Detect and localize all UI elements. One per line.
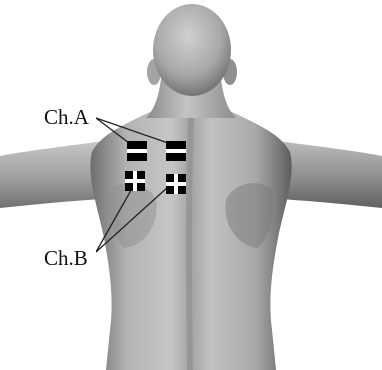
electrode-b-left bbox=[125, 171, 145, 191]
plus-symbol-v bbox=[174, 174, 178, 194]
spine-groove bbox=[189, 118, 191, 370]
minus-symbol bbox=[127, 149, 147, 153]
plus-symbol-v bbox=[133, 171, 137, 191]
electrode-a-right bbox=[166, 141, 186, 161]
channel-a-label: Ch.A bbox=[44, 105, 90, 129]
electrode-b-right bbox=[166, 174, 186, 194]
head bbox=[153, 4, 231, 96]
minus-symbol bbox=[166, 149, 186, 153]
electrode-a-left bbox=[127, 141, 147, 161]
channel-b-label: Ch.B bbox=[44, 246, 88, 270]
